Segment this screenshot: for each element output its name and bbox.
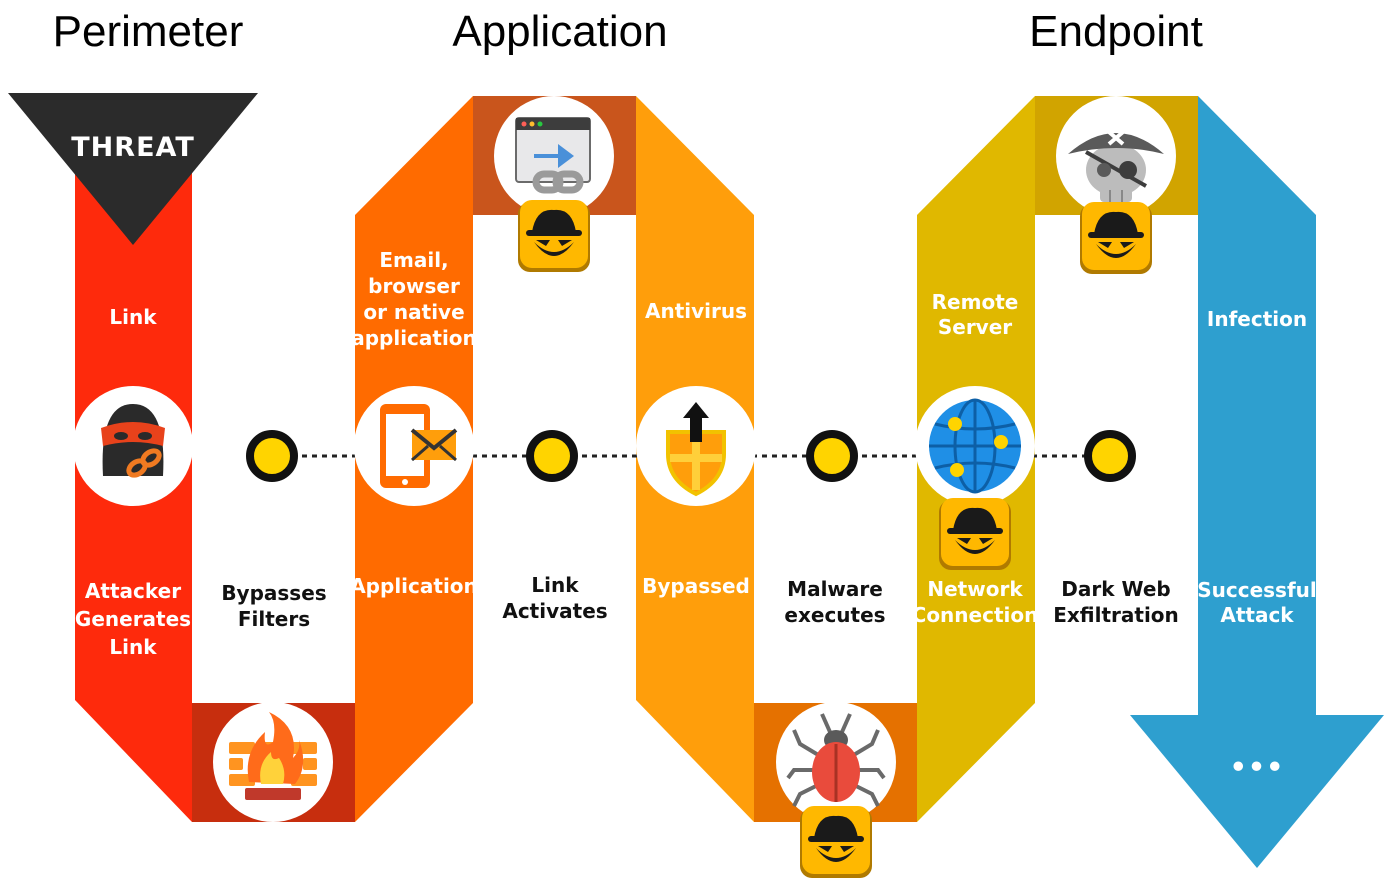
label-email-4: application — [351, 326, 477, 350]
label-link: Link — [109, 305, 157, 329]
firewall-icon — [213, 702, 333, 822]
label-link-activates-1: Link — [531, 573, 579, 597]
label-network-2: Connection — [912, 603, 1039, 627]
band-infection — [1198, 96, 1316, 715]
section-perimeter: Perimeter — [53, 7, 244, 56]
label-bypasses-2: Filters — [238, 607, 310, 631]
masked-attacker-icon — [73, 386, 193, 506]
label-email-2: browser — [368, 274, 460, 298]
malware-bug-icon — [776, 702, 896, 822]
label-remote-2: Server — [938, 315, 1012, 339]
label-remote-1: Remote — [932, 290, 1019, 314]
node-bypasses-filters — [246, 430, 298, 482]
phone-email-icon — [354, 386, 474, 506]
label-successful-2: Attack — [1220, 603, 1294, 627]
spy-badge-icon — [800, 806, 872, 878]
threat-label: THREAT — [71, 132, 194, 163]
label-antivirus: Antivirus — [645, 299, 747, 323]
section-endpoint: Endpoint — [1029, 7, 1203, 56]
label-link-activates-2: Activates — [502, 599, 607, 623]
label-bypasses-1: Bypasses — [221, 581, 326, 605]
label-attacker-2: Generates — [75, 607, 191, 631]
section-application: Application — [452, 7, 667, 56]
label-email-3: or native — [363, 300, 464, 324]
band-application-body — [355, 215, 473, 822]
label-darkweb-1: Dark Web — [1061, 577, 1170, 601]
label-malware-2: executes — [784, 603, 885, 627]
label-successful-1: Successful — [1197, 578, 1317, 602]
label-email-1: Email, — [379, 248, 448, 272]
label-network-1: Network — [927, 577, 1023, 601]
label-application: Application — [350, 574, 478, 598]
spy-badge-icon — [1080, 202, 1152, 274]
label-infection: Infection — [1207, 307, 1307, 331]
label-bypassed: Bypassed — [642, 574, 750, 598]
label-attacker-1: Attacker — [85, 579, 181, 603]
antivirus-shield-icon — [636, 386, 756, 506]
node-link-activates — [526, 430, 578, 482]
end-arrow — [1130, 715, 1384, 868]
label-malware-1: Malware — [787, 577, 883, 601]
spy-badge-icon — [939, 498, 1011, 570]
pirate-skull-icon — [1056, 96, 1176, 216]
threat-triangle — [8, 93, 258, 245]
end-arrow-label: ••• — [1230, 752, 1285, 783]
spy-badge-icon — [518, 200, 590, 272]
label-darkweb-2: Exfiltration — [1053, 603, 1179, 627]
globe-icon — [915, 386, 1035, 506]
browser-link-icon — [494, 96, 614, 216]
label-attacker-3: Link — [109, 635, 157, 659]
node-malware-executes — [806, 430, 858, 482]
node-dark-web — [1084, 430, 1136, 482]
